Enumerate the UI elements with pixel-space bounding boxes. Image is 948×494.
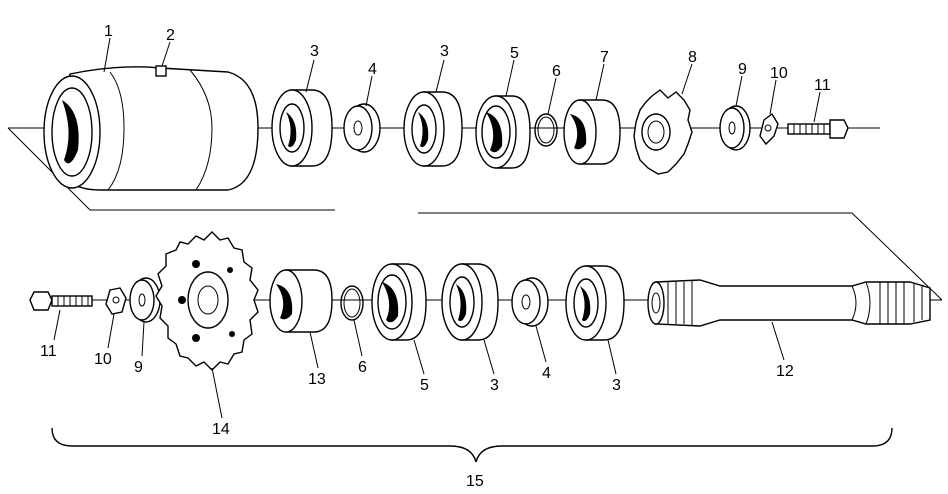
callout-14: 14 [212, 421, 230, 438]
leader-lines-bottom [53, 309, 785, 419]
callout-11-bottom: 11 [40, 343, 57, 360]
sprocket-part-14 [155, 231, 259, 371]
callout-9-bottom: 9 [134, 359, 143, 376]
callout-13: 13 [308, 371, 326, 388]
washer-part-9-bottom [129, 277, 161, 323]
leader-lines-top [103, 37, 821, 123]
callout-3-top-b: 3 [440, 43, 449, 60]
callout-3-bottom-b: 3 [612, 377, 621, 394]
shaft-part-12 [647, 279, 931, 327]
bearing-part-3-top-b [403, 91, 463, 167]
callout-6-bottom: 6 [358, 359, 367, 376]
callouts-top: 1 2 3 4 3 5 6 7 8 9 10 11 [104, 23, 831, 94]
oring-part-6-top [534, 113, 558, 147]
washer-part-4-top [343, 103, 381, 153]
callout-1: 1 [104, 23, 113, 40]
spacer-part-7 [563, 99, 621, 165]
callout-3-top-a: 3 [310, 43, 319, 60]
bolt-part-11-bottom [29, 291, 93, 311]
callout-2: 2 [166, 27, 175, 44]
callout-10-bottom: 10 [94, 351, 112, 368]
callout-7: 7 [600, 49, 609, 66]
bearing-part-3-bottom-a [441, 263, 499, 341]
bolt-part-11-top [787, 119, 849, 139]
callout-3-bottom-a: 3 [490, 377, 499, 394]
callout-5-bottom: 5 [420, 377, 429, 394]
seal-part-5-bottom [371, 263, 427, 341]
callout-4-top: 4 [368, 61, 377, 78]
sprocket-part-8 [633, 89, 693, 175]
callout-11-top: 11 [814, 77, 831, 94]
callout-12: 12 [776, 363, 794, 380]
callout-15-assembly: 15 [466, 473, 484, 490]
callout-5-top: 5 [510, 45, 519, 62]
spacer-part-13 [269, 269, 333, 333]
washer-part-9-top [719, 105, 751, 151]
washer-part-4-bottom [511, 277, 549, 327]
callout-4-bottom: 4 [542, 365, 551, 382]
assembly-brace [51, 427, 893, 463]
callout-10-top: 10 [770, 65, 788, 82]
callouts-bottom: 11 10 9 14 13 6 5 3 4 3 12 [40, 343, 794, 438]
bearing-part-3-top-a [271, 89, 333, 167]
oring-part-6-bottom [340, 285, 364, 321]
callout-8: 8 [688, 49, 697, 66]
seal-part-5-top [475, 95, 531, 169]
bearing-part-3-bottom-b [565, 265, 625, 341]
lockwasher-part-10-top [759, 112, 779, 146]
callout-6-top: 6 [552, 63, 561, 80]
housing-part-1 [43, 65, 259, 191]
callout-9-top: 9 [738, 61, 747, 78]
lockwasher-part-10-bottom [105, 287, 127, 315]
